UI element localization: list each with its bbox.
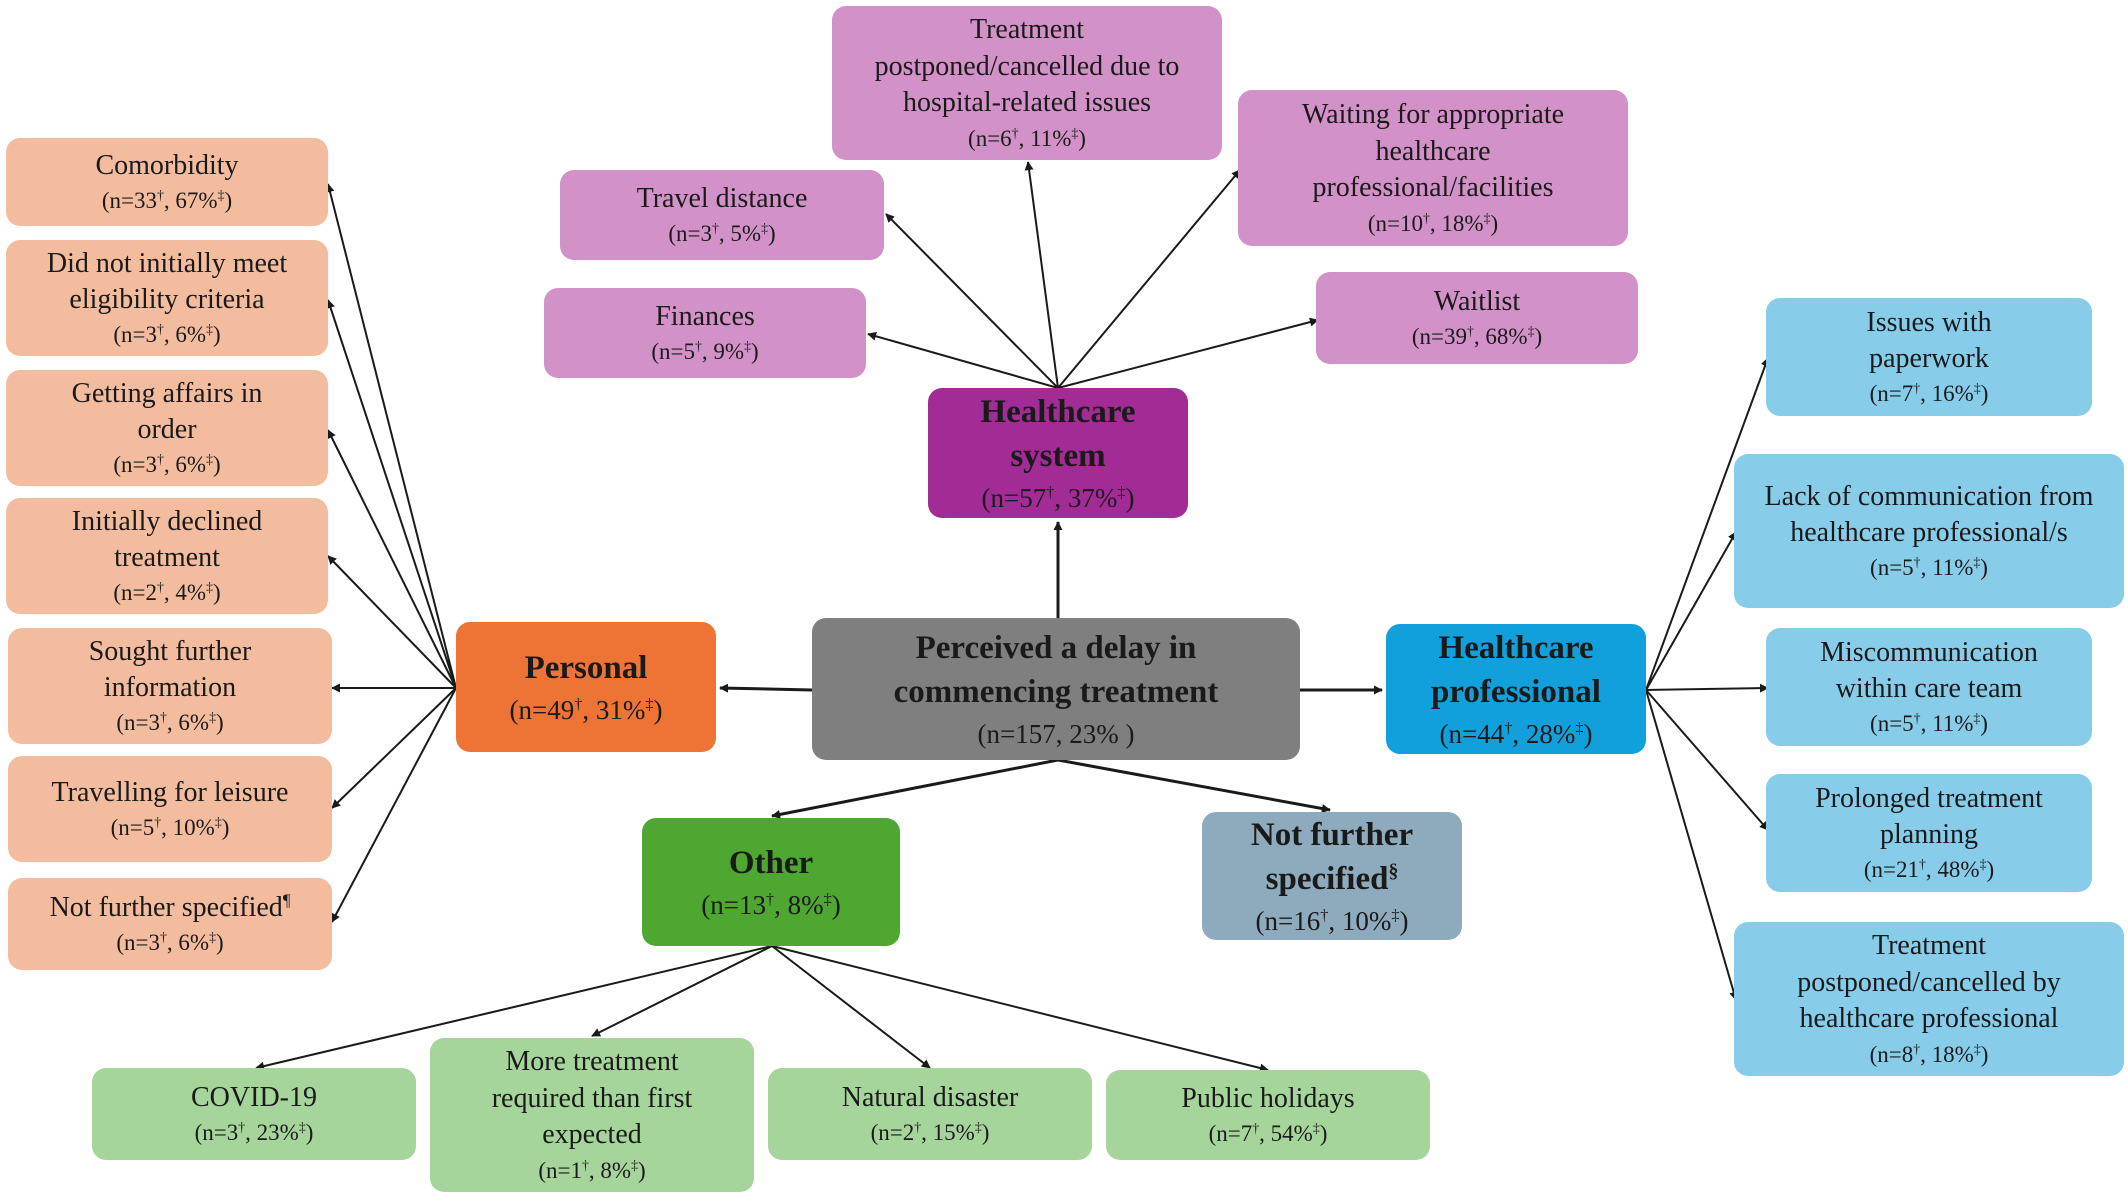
healthcare-professional-item: Lack of communication from healthcare pr… xyxy=(1734,454,2124,608)
connector-arrow xyxy=(1057,758,1331,813)
healthcare-professional-item: Miscommunication within care team(n=5†, … xyxy=(1766,628,2092,746)
personal-item: Getting affairs in order(n=3†, 6%‡) xyxy=(6,370,328,486)
connector-arrow xyxy=(327,555,457,689)
healthcare-system-item: Waitlist(n=39†, 68%‡) xyxy=(1316,272,1638,364)
other-item: More treatment required than first expec… xyxy=(430,1038,754,1192)
connector-arrow xyxy=(1645,689,1769,831)
healthcare-system-item: Treatment postponed/cancelled due to hos… xyxy=(832,6,1222,160)
item-count: (n=3†, 23%‡) xyxy=(194,1119,314,1146)
personal-item: Not further specified¶(n=3†, 6%‡) xyxy=(8,878,332,970)
personal-item: Did not initially meet eligibility crite… xyxy=(6,240,328,356)
connector-arrow xyxy=(331,687,457,923)
healthcare-system-item: Travel distance(n=3†, 5%‡) xyxy=(560,170,884,260)
personal-label: Personal xyxy=(524,650,648,687)
connector-arrow xyxy=(1645,531,1737,691)
item-count: (n=6†, 11%‡) xyxy=(968,124,1086,151)
connector-arrow xyxy=(771,758,1059,819)
personal-count: (n=49†, 31%‡) xyxy=(509,694,663,725)
item-count: (n=2†, 15%‡) xyxy=(870,1119,990,1146)
connector-arrow xyxy=(771,945,1269,1073)
connector-arrow xyxy=(1645,683,1769,693)
not-further-specified-count: (n=16†, 10%‡) xyxy=(1255,906,1409,936)
personal-node: Personal (n=49†, 31%‡) xyxy=(456,622,716,752)
item-count: (n=33†, 67%‡) xyxy=(101,187,233,214)
item-count: (n=2†, 4%‡) xyxy=(113,579,221,606)
connector-arrow xyxy=(771,945,931,1069)
item-count: (n=21†, 48%‡) xyxy=(1863,856,1995,883)
connector-arrow xyxy=(885,213,1059,389)
other-label: Other xyxy=(728,845,814,882)
connector-arrow xyxy=(1645,689,1739,1001)
item-count: (n=7†, 16%‡) xyxy=(1869,380,1989,407)
healthcare-system-label: Healthcare system xyxy=(980,393,1136,475)
healthcare-system-node: Healthcare system (n=57†, 37%‡) xyxy=(928,388,1188,518)
connector-arrow xyxy=(591,945,773,1037)
connector-arrow xyxy=(1057,317,1319,389)
other-item: Public holidays(n=7†, 54%‡) xyxy=(1106,1070,1430,1160)
item-count: (n=5†, 10%‡) xyxy=(110,814,230,841)
item-count: (n=3†, 6%‡) xyxy=(113,451,221,478)
connector-arrow xyxy=(867,331,1059,389)
connector-arrow xyxy=(325,183,457,689)
not-further-specified-node: Not further specified§ (n=16†, 10%‡) xyxy=(1202,812,1462,940)
personal-item: Travelling for leisure(n=5†, 10%‡) xyxy=(8,756,332,862)
item-count: (n=8†, 18%‡) xyxy=(1869,1040,1989,1067)
healthcare-professional-item: Issues with paperwork(n=7†, 16%‡) xyxy=(1766,298,2092,416)
other-count: (n=13†, 8%‡) xyxy=(701,889,841,920)
item-count: (n=3†, 6%‡) xyxy=(116,709,224,736)
healthcare-system-count: (n=57†, 37%‡) xyxy=(981,483,1135,513)
connector-arrow xyxy=(326,299,457,689)
item-count: (n=5†, 11%‡) xyxy=(1870,710,1988,737)
center-count: (n=157, 23% ) xyxy=(977,719,1135,749)
item-count: (n=1†, 8%‡) xyxy=(538,1156,646,1183)
item-count: (n=5†, 9%‡) xyxy=(651,338,759,365)
item-count: (n=3†, 6%‡) xyxy=(113,321,221,348)
healthcare-professional-item: Prolonged treatment planning(n=21†, 48%‡… xyxy=(1766,774,2092,892)
item-count: (n=39†, 68%‡) xyxy=(1411,323,1543,350)
connector-arrow xyxy=(327,429,457,689)
personal-item: Sought further information(n=3†, 6%‡) xyxy=(8,628,332,744)
item-count: (n=10†, 18%‡) xyxy=(1367,209,1499,236)
item-count: (n=5†, 11%‡) xyxy=(1870,554,1988,581)
healthcare-professional-item: Treatment postponed/cancelled by healthc… xyxy=(1734,922,2124,1076)
healthcare-system-item: Finances(n=5†, 9%‡) xyxy=(544,288,866,378)
item-count: (n=7†, 54%‡) xyxy=(1208,1120,1328,1147)
not-further-specified-label: Not further specified§ xyxy=(1250,816,1414,898)
healthcare-system-item: Waiting for appropriate healthcare profe… xyxy=(1238,90,1628,246)
personal-item: Initially declined treatment(n=2†, 4%‡) xyxy=(6,498,328,614)
item-count: (n=3†, 6%‡) xyxy=(116,929,224,956)
personal-item: Comorbidity(n=33†, 67%‡) xyxy=(6,138,328,226)
healthcare-professional-count: (n=44†, 28%‡) xyxy=(1439,719,1593,749)
connector-arrow xyxy=(719,683,813,693)
other-item: COVID-19(n=3†, 23%‡) xyxy=(92,1068,416,1160)
connector-arrow xyxy=(1024,161,1059,389)
connector-arrow xyxy=(331,687,457,809)
connector-arrow xyxy=(1057,169,1241,389)
center-node: Perceived a delay in commencing treatmen… xyxy=(812,618,1300,760)
other-item: Natural disaster(n=2†, 15%‡) xyxy=(768,1068,1092,1160)
item-count: (n=3†, 5%‡) xyxy=(668,220,776,247)
healthcare-professional-label: Healthcare professional xyxy=(1431,629,1601,711)
other-node: Other (n=13†, 8%‡) xyxy=(642,818,900,946)
center-label: Perceived a delay in commencing treatmen… xyxy=(893,629,1219,711)
healthcare-professional-node: Healthcare professional (n=44†, 28%‡) xyxy=(1386,624,1646,754)
